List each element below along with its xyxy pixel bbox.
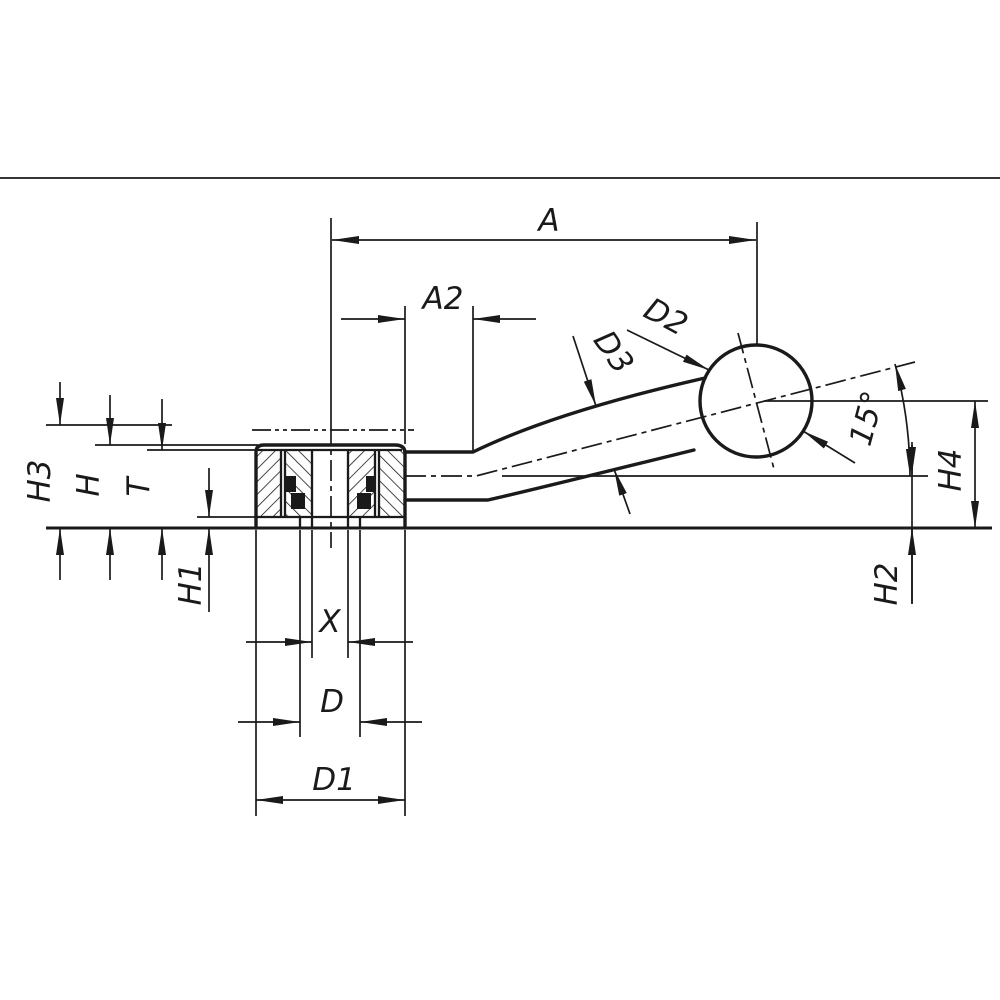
dim-label-a2: A2 <box>421 281 464 317</box>
lever-axis-centerline <box>405 361 916 477</box>
dim-label-t: T <box>121 475 157 496</box>
dimension-labels: A A2 D2 D3 15° H4 H2 H3 H T H1 X D D1 <box>22 203 969 798</box>
lever-bottom-edge <box>403 448 696 502</box>
clamp-element-left-upper <box>286 476 296 492</box>
dim-angle-arc <box>894 363 914 477</box>
ball-cross-centerline <box>737 332 775 470</box>
dim-label-h1: H1 <box>173 562 209 605</box>
dim-label-h2: H2 <box>869 562 905 605</box>
dimension-lines <box>56 236 979 804</box>
hub-hatch-right-outer <box>379 451 405 517</box>
clamp-element-right-lower <box>357 493 371 509</box>
clamp-element-right-upper <box>366 476 376 492</box>
dim-d2-lower-arrow <box>802 430 856 464</box>
lever-and-ball <box>403 332 916 502</box>
dim-d2-upper-arrow <box>626 329 710 371</box>
dim-label-h4: H4 <box>933 448 969 491</box>
hub-hatch-left-outer <box>257 451 281 517</box>
dim-label-h: H <box>71 473 107 496</box>
dim-label-angle: 15° <box>843 387 892 449</box>
dim-d3-lower-arrow <box>613 468 631 515</box>
lever-top-edge <box>403 376 707 454</box>
hub-outline <box>254 443 407 530</box>
ball-knob <box>698 343 814 459</box>
dim-label-h3: H3 <box>22 459 58 502</box>
dim-label-a: A <box>536 203 559 239</box>
dim-label-d: D <box>320 684 344 720</box>
hub-section <box>252 429 414 530</box>
dim-d3-upper-arrow <box>572 335 597 407</box>
dim-label-x: X <box>317 604 341 640</box>
clamp-element-left-lower <box>291 493 305 509</box>
dim-label-d1: D1 <box>312 762 356 798</box>
dim-label-d2: D2 <box>638 291 693 343</box>
extension-lines <box>46 218 988 816</box>
